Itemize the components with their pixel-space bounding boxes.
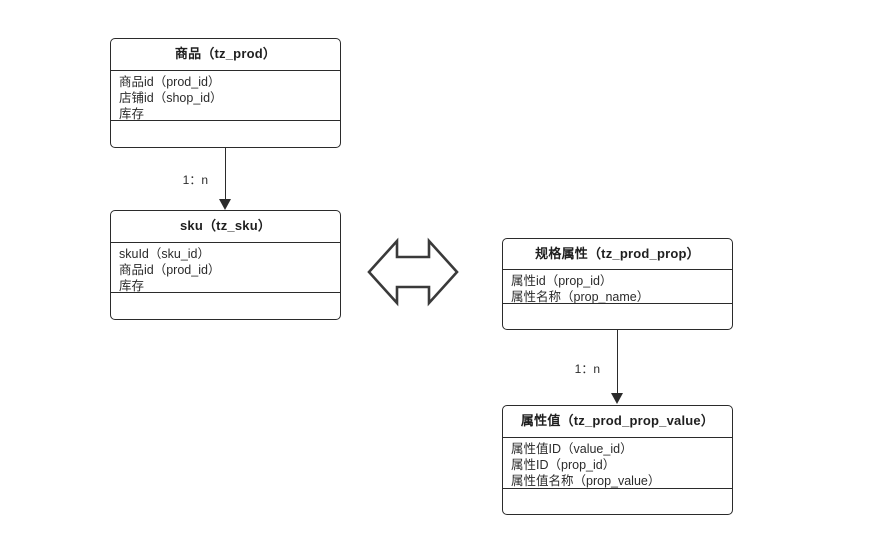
field-row: 商品id（prod_id） bbox=[119, 75, 221, 89]
field-row: 属性名称（prop_name） bbox=[511, 290, 650, 304]
entity-tz-prod-prop[interactable]: 规格属性（tz_prod_prop） 属性id（prop_id） 属性名称（pr… bbox=[502, 238, 733, 330]
field-row: 店铺id（shop_id） bbox=[119, 91, 223, 105]
relation-line bbox=[225, 148, 226, 200]
entity-title-tz-prod-prop: 规格属性（tz_prod_prop） bbox=[503, 239, 732, 270]
entity-fields-tz-sku: skuId（sku_id） 商品id（prod_id） 库存 bbox=[111, 243, 340, 293]
field-row: 属性id（prop_id） bbox=[511, 274, 613, 288]
relation-arrowhead bbox=[610, 393, 623, 404]
field-row: 商品id（prod_id） bbox=[119, 263, 221, 277]
relation-line bbox=[617, 330, 618, 394]
double-headed-arrow-icon bbox=[366, 236, 460, 308]
field-row: 属性值名称（prop_value） bbox=[511, 474, 661, 488]
entity-footer-tz-sku bbox=[111, 293, 340, 319]
entity-fields-tz-prod: 商品id（prod_id） 店铺id（shop_id） 库存 bbox=[111, 71, 340, 121]
field-row: 库存 bbox=[119, 107, 145, 121]
entity-footer-tz-prod-prop-value bbox=[503, 489, 732, 514]
field-row: 属性值ID（value_id） bbox=[511, 442, 633, 456]
relation-label-prod-to-sku: 1：n bbox=[182, 173, 208, 187]
entity-footer-tz-prod-prop bbox=[503, 304, 732, 329]
entity-fields-tz-prod-prop-value: 属性值ID（value_id） 属性ID（prop_id） 属性值名称（prop… bbox=[503, 438, 732, 489]
entity-tz-prod[interactable]: 商品（tz_prod） 商品id（prod_id） 店铺id（shop_id） … bbox=[110, 38, 341, 148]
relation-arrowhead bbox=[218, 199, 231, 210]
field-row: 库存 bbox=[119, 279, 145, 293]
entity-fields-tz-prod-prop: 属性id（prop_id） 属性名称（prop_name） bbox=[503, 270, 732, 304]
field-row: 属性ID（prop_id） bbox=[511, 458, 616, 472]
entity-tz-sku[interactable]: sku（tz_sku） skuId（sku_id） 商品id（prod_id） … bbox=[110, 210, 341, 320]
relation-label-prop-to-prop-value: 1：n bbox=[574, 362, 600, 376]
double-headed-arrow-svg bbox=[367, 237, 459, 307]
entity-tz-prod-prop-value[interactable]: 属性值（tz_prod_prop_value） 属性值ID（value_id） … bbox=[502, 405, 733, 515]
entity-title-tz-prod-prop-value: 属性值（tz_prod_prop_value） bbox=[503, 406, 732, 438]
field-row: skuId（sku_id） bbox=[119, 247, 211, 261]
entity-title-tz-prod: 商品（tz_prod） bbox=[111, 39, 340, 71]
entity-title-tz-sku: sku（tz_sku） bbox=[111, 211, 340, 243]
entity-footer-tz-prod bbox=[111, 121, 340, 147]
